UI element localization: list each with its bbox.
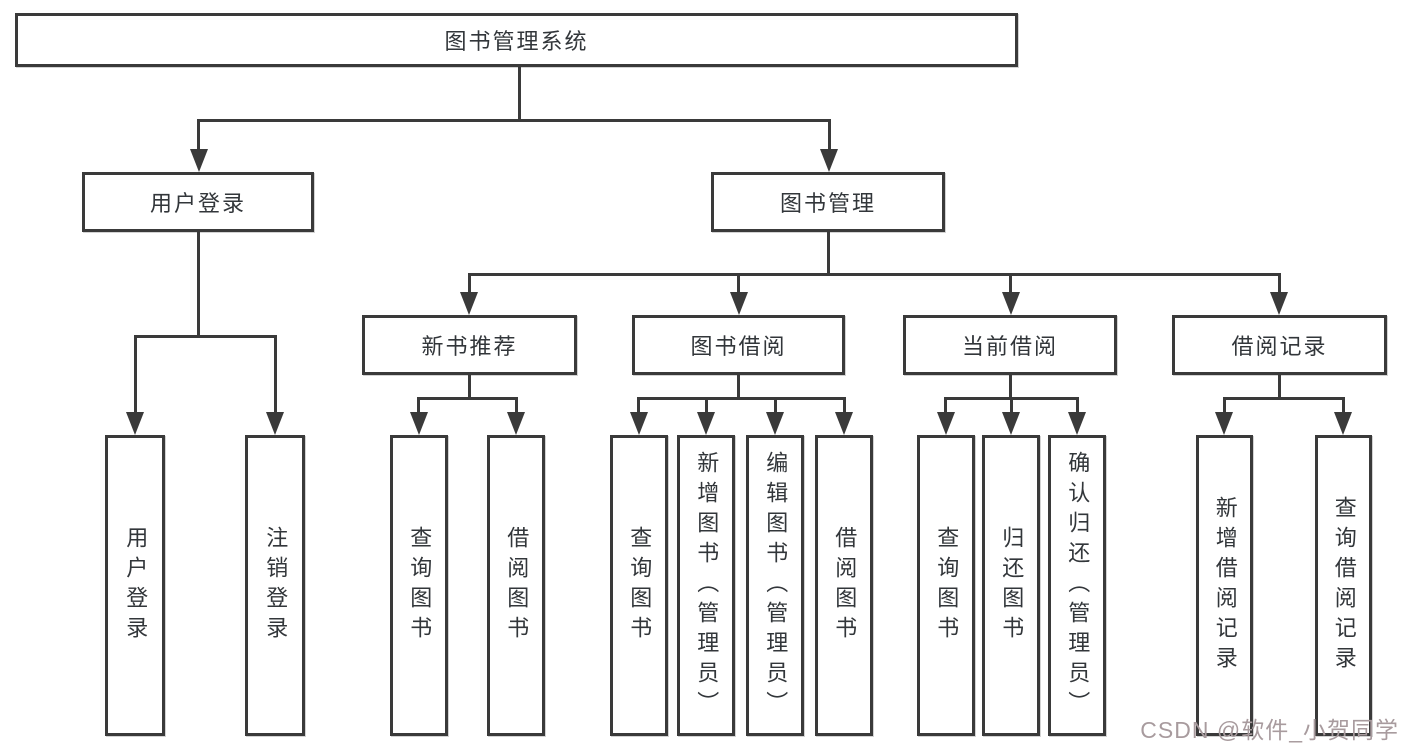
leaf-label: 新增图书（管理员）: [694, 450, 720, 721]
leaf-label: 编辑图书（管理员）: [763, 450, 789, 721]
connector-line: [1223, 397, 1226, 414]
connector-line: [944, 397, 947, 414]
connector-line: [468, 375, 471, 400]
leaf-query-books-current: 查询图书: [917, 435, 975, 736]
arrow-down-icon: [1002, 292, 1020, 315]
leaf-label: 新增借阅记录: [1212, 495, 1238, 676]
node-borrow-records: 借阅记录: [1172, 315, 1387, 375]
connector-line: [705, 397, 708, 414]
node-label: 新书推荐: [421, 334, 518, 359]
arrow-down-icon: [126, 412, 144, 435]
node-book-borrow: 图书借阅: [632, 315, 845, 375]
node-current-borrow: 当前借阅: [903, 315, 1117, 375]
arrow-down-icon: [507, 412, 525, 435]
connector-line: [197, 119, 831, 122]
arrow-down-icon: [1002, 412, 1020, 435]
leaf-label: 用户登录: [123, 525, 149, 646]
node-label: 图书管理: [779, 191, 876, 216]
node-book-management: 图书管理: [711, 172, 945, 232]
leaf-label: 查询图书: [934, 525, 960, 646]
connector-line: [1278, 273, 1281, 294]
leaf-query-borrow-record: 查询借阅记录: [1315, 435, 1372, 736]
leaf-add-books-admin: 新增图书（管理员）: [677, 435, 735, 736]
connector-line: [134, 335, 137, 414]
leaf-logout: 注销登录: [245, 435, 305, 736]
leaf-return-books: 归还图书: [982, 435, 1040, 736]
connector-line: [274, 335, 277, 414]
leaf-confirm-return-admin: 确认归还（管理员）: [1048, 435, 1106, 736]
arrow-down-icon: [630, 412, 648, 435]
connector-line: [417, 397, 518, 400]
connector-line: [1009, 273, 1012, 294]
node-user-login: 用户登录: [82, 172, 314, 232]
connector-line: [843, 397, 846, 414]
connector-line: [1010, 397, 1013, 414]
node-new-book-recommend: 新书推荐: [362, 315, 577, 375]
connector-line: [1223, 397, 1345, 400]
connector-line: [1009, 375, 1012, 400]
leaf-label: 借阅图书: [832, 525, 858, 646]
connector-line: [197, 119, 200, 151]
connector-line: [637, 397, 846, 400]
arrow-down-icon: [1334, 412, 1352, 435]
arrow-down-icon: [266, 412, 284, 435]
arrow-down-icon: [1270, 292, 1288, 315]
connector-line: [1342, 397, 1345, 414]
leaf-query-books-borrow: 查询图书: [610, 435, 668, 736]
leaf-borrow-books-recommend: 借阅图书: [487, 435, 545, 736]
connector-line: [468, 273, 471, 294]
connector-line: [1278, 375, 1281, 400]
leaf-borrow-books: 借阅图书: [815, 435, 873, 736]
connector-line: [827, 232, 830, 276]
leaf-label: 归还图书: [999, 525, 1025, 646]
arrow-down-icon: [460, 292, 478, 315]
node-label: 当前借阅: [961, 334, 1058, 359]
arrow-down-icon: [410, 412, 428, 435]
node-library-management-system: 图书管理系统: [15, 13, 1018, 67]
connector-line: [737, 375, 740, 400]
connector-line: [828, 119, 831, 151]
node-label: 用户登录: [149, 191, 246, 216]
leaf-label: 确认归还（管理员）: [1065, 450, 1091, 721]
connector-line: [1076, 397, 1079, 414]
node-label: 图书借阅: [690, 334, 787, 359]
connector-line: [515, 397, 518, 414]
arrow-down-icon: [820, 149, 838, 172]
leaf-user-login: 用户登录: [105, 435, 165, 736]
leaf-label: 查询图书: [627, 525, 653, 646]
node-label: 图书管理系统: [444, 29, 589, 54]
leaf-add-borrow-record: 新增借阅记录: [1196, 435, 1253, 736]
watermark: CSDN @软件_小贺同学: [1140, 717, 1399, 743]
arrow-down-icon: [1215, 412, 1233, 435]
leaf-query-books-recommend: 查询图书: [390, 435, 448, 736]
arrow-down-icon: [697, 412, 715, 435]
connector-line: [468, 273, 1281, 276]
leaf-label: 查询借阅记录: [1331, 495, 1357, 676]
arrow-down-icon: [730, 292, 748, 315]
leaf-label: 借阅图书: [504, 525, 530, 646]
arrow-down-icon: [1068, 412, 1086, 435]
arrow-down-icon: [937, 412, 955, 435]
arrow-down-icon: [835, 412, 853, 435]
arrow-down-icon: [766, 412, 784, 435]
leaf-label: 查询图书: [407, 525, 433, 646]
connector-line: [197, 232, 200, 338]
leaf-label: 注销登录: [263, 525, 289, 646]
connector-line: [637, 397, 640, 414]
connector-line: [417, 397, 420, 414]
node-label: 借阅记录: [1231, 334, 1328, 359]
arrow-down-icon: [190, 149, 208, 172]
connector-line: [737, 273, 740, 294]
connector-line: [774, 397, 777, 414]
connector-line: [134, 335, 277, 338]
connector-line: [518, 67, 521, 122]
leaf-edit-books-admin: 编辑图书（管理员）: [746, 435, 804, 736]
